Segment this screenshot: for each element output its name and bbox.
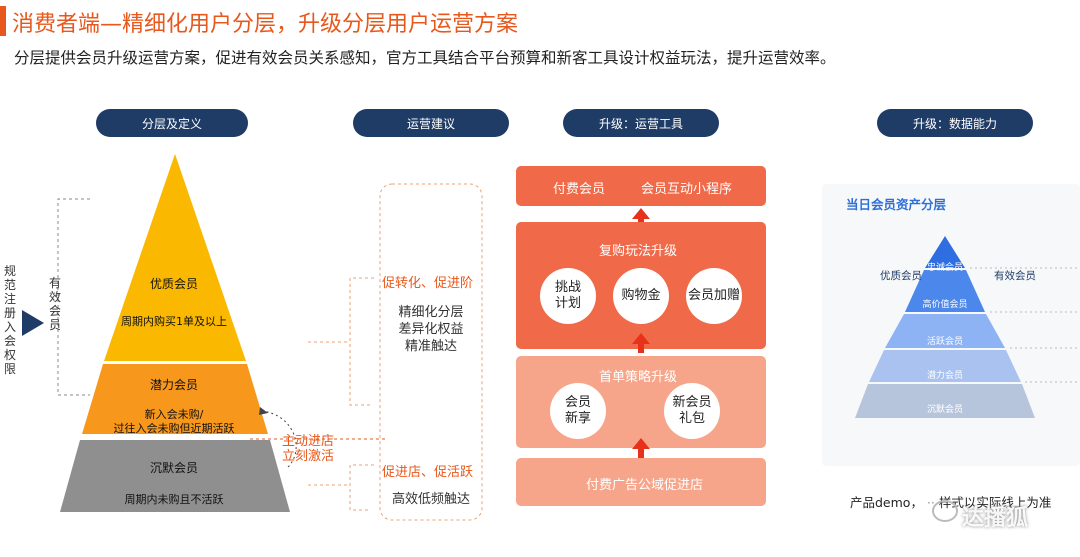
data-left-label: 优质会员: [880, 270, 922, 282]
circle-member-bonus[interactable]: 会员加赠: [686, 268, 742, 324]
level-loyal: 忠诚会员: [926, 263, 963, 273]
ops-bottom-heading: 促进店、促活跃: [382, 465, 474, 480]
ops-bottom-item: 高效低频触达: [391, 492, 470, 507]
tier-premium-desc: 周期内购买1单及以上: [121, 315, 227, 328]
first-order-title: 首单策略升级: [599, 370, 678, 385]
circle-challenge-plan[interactable]: 挑战 计划: [540, 268, 596, 324]
effective-member-label: 有效会员: [48, 276, 61, 332]
tier-potential-name: 潜力会员: [149, 378, 198, 392]
ops-item-1: 精细化分层: [398, 305, 464, 320]
register-permission-label: 规范注册入会权限: [3, 264, 16, 376]
tier-silent-name: 沉默会员: [149, 461, 198, 475]
title-accent-bar: [0, 6, 6, 36]
tier-potential-desc2: 过往入会未购但近期活跃: [113, 422, 235, 435]
data-right-label: 有效会员: [994, 270, 1036, 282]
demo-caption-text: 产品demo，: [850, 495, 923, 510]
ops-item-3: 精准触达: [404, 339, 457, 354]
circle-member-bonus-label: 会员加赠: [687, 288, 740, 303]
ops-item-2: 差异化权益: [398, 322, 464, 337]
circle-shopping-money-label: 购物金: [621, 288, 661, 303]
arrow-up-icon: [632, 208, 650, 219]
level-high-value: 高价值会员: [922, 300, 968, 310]
data-panel-title: 当日会员资产分层: [846, 197, 947, 212]
tier-silent-desc: 周期内未购且不活跃: [124, 493, 224, 506]
level-active: 活跃会员: [926, 337, 963, 347]
tier-premium-name: 优质会员: [149, 277, 198, 291]
caption-obscured: ··: [922, 495, 939, 510]
section-pill-ops: 运营建议: [353, 109, 509, 137]
arrow-up-icon: [632, 438, 650, 449]
tool-top-bar: [516, 166, 766, 206]
data-pyramid: [855, 236, 1080, 418]
circle-challenge-plan-label: 挑战 计划: [554, 280, 581, 311]
tool-member-miniapp[interactable]: 会员互动小程序: [641, 182, 733, 197]
arrow-stem: [638, 344, 644, 353]
level-silent: 沉默会员: [926, 405, 963, 415]
ops-frame: [308, 183, 483, 521]
page-title: 消费者端—精细化用户分层，升级分层用户运营方案: [12, 12, 519, 37]
paid-ads-label: 付费广告公域促进店: [586, 478, 704, 493]
circle-new-member-gift[interactable]: 新会员 礼包: [664, 383, 720, 439]
activation-connector: [250, 407, 385, 468]
tool-paid-member[interactable]: 付费会员: [553, 182, 606, 197]
arrow-stem: [638, 449, 644, 458]
circle-shopping-money[interactable]: 购物金: [613, 268, 669, 324]
demo-caption: 产品demo， ·· 样式以实际线上为准: [850, 492, 1051, 511]
wechat-icon: [932, 500, 958, 522]
section-pill-tools: 升级：运营工具: [563, 109, 719, 137]
tier-potential-desc1: 新入会未购/: [144, 408, 204, 421]
page-subtitle: 分层提供会员升级运营方案，促进有效会员关系感知，官方工具结合平台预算和新客工具设…: [14, 49, 836, 67]
section-pill-data: 升级：数据能力: [877, 109, 1033, 137]
paid-ads-panel: [516, 458, 766, 506]
demo-caption-suffix: 样式以实际线上为准: [938, 495, 1052, 510]
circle-member-new[interactable]: 会员 新享: [550, 383, 606, 439]
watermark-text: 达播狐: [962, 506, 1029, 531]
repurchase-title: 复购玩法升级: [599, 244, 678, 259]
circle-new-member-gift-label: 新会员 礼包: [672, 395, 712, 426]
arrow-up-icon: [632, 333, 650, 344]
section-pill-layer: 分层及定义: [96, 109, 248, 137]
callout-activate: 立刻激活: [282, 449, 335, 464]
member-pyramid: [60, 154, 290, 512]
level-potential: 潜力会员: [926, 371, 963, 381]
callout-enter-store: 主动进店: [282, 434, 335, 449]
play-arrow-icon: [22, 310, 44, 336]
ops-top-heading: 促转化、促进阶: [382, 276, 474, 291]
circle-member-new-label: 会员 新享: [564, 395, 591, 426]
